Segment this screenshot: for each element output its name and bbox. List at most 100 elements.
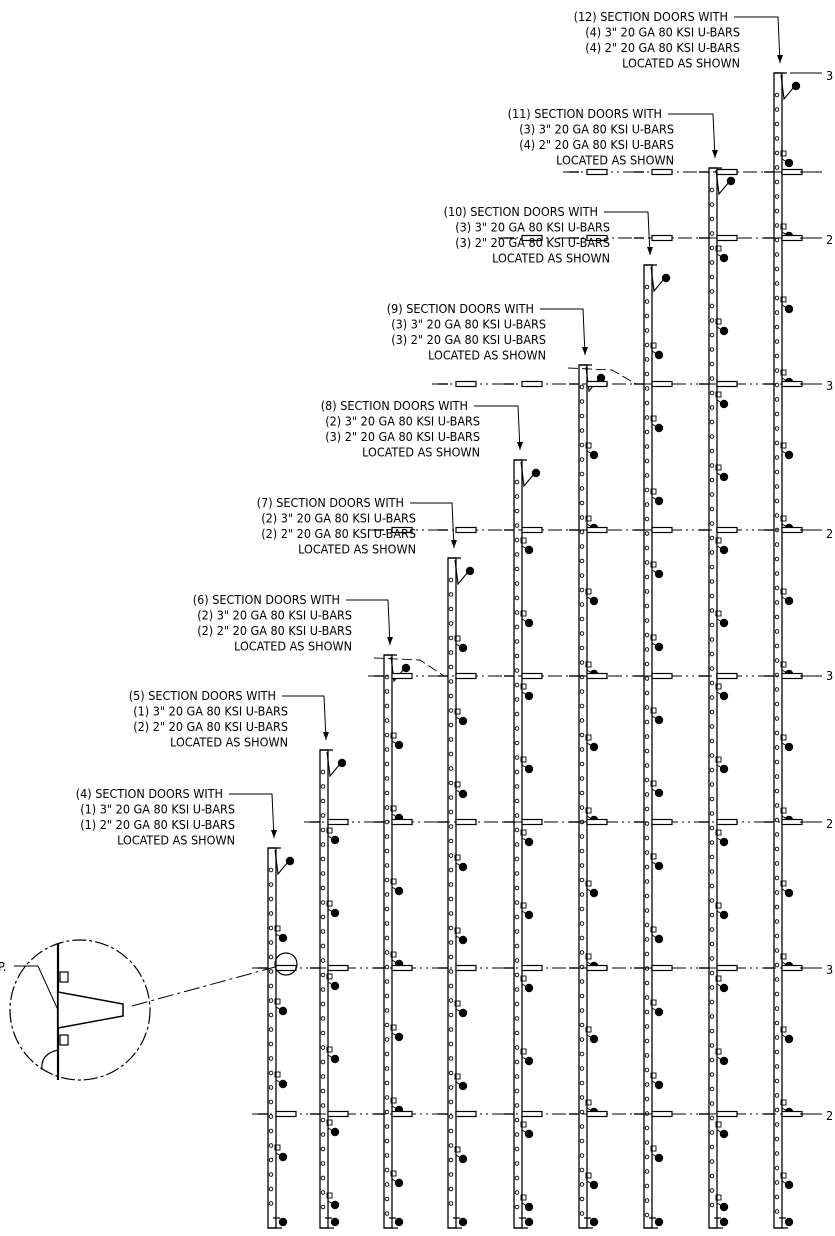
rivet: [268, 954, 274, 960]
rivet: [579, 413, 585, 419]
roller: [719, 764, 729, 774]
rivet: [320, 885, 326, 891]
roller-arm: [781, 304, 788, 309]
rivet: [774, 382, 780, 388]
rivet: [774, 208, 780, 214]
rivet: [384, 1196, 390, 1202]
rivet: [268, 1186, 274, 1192]
roller-arm: [716, 545, 723, 550]
roller-arm: [521, 764, 528, 769]
roller-arm: [327, 1054, 334, 1059]
roller: [719, 545, 729, 555]
roller-arm: [716, 326, 723, 331]
rivet: [709, 782, 715, 787]
rivet: [579, 1051, 585, 1057]
callout-note: (9) SECTION DOORS WITH(3) 3" 20 GA 80 KS…: [387, 301, 546, 363]
rivet: [774, 469, 780, 475]
rivet: [644, 545, 650, 551]
rivet: [448, 882, 454, 887]
rivet: [579, 1066, 585, 1071]
rivet: [384, 834, 390, 839]
rivet: [709, 521, 715, 526]
rivet: [514, 798, 520, 804]
detail-clip-bottom: [59, 1034, 69, 1046]
u-bar: [521, 818, 543, 826]
rivet: [579, 457, 585, 462]
roller: [330, 1054, 340, 1064]
rivet: [644, 415, 650, 420]
rivet: [644, 647, 650, 652]
callout-line: (2) 3" 20 GA 80 KSI U-BARS: [261, 511, 416, 526]
hinge-block: [520, 1194, 527, 1201]
rivet: [774, 455, 780, 460]
roller: [589, 450, 599, 460]
rivet: [644, 284, 650, 290]
rivet: [514, 552, 520, 557]
callout-notes: (4) SECTION DOORS WITH(1) 3" 20 GA 80 KS…: [76, 9, 740, 848]
rivet: [384, 790, 390, 796]
rivet: [774, 411, 780, 417]
callout-heading: (11) SECTION DOORS WITH: [508, 106, 662, 121]
u-bar: [651, 380, 673, 388]
rivet: [774, 252, 780, 257]
rivet: [579, 877, 585, 883]
rivet: [448, 1143, 454, 1148]
detail-hook: [41, 1049, 59, 1071]
hinge-block: [520, 756, 527, 763]
hinge-block: [715, 1121, 722, 1128]
edge-label: 3: [826, 962, 833, 977]
rivet: [709, 231, 715, 236]
door-section-column: [643, 264, 671, 1229]
rivet: [579, 718, 585, 723]
u-bar: [327, 1110, 349, 1118]
u-bar: [455, 964, 477, 972]
callout-line: (4) 3" 20 GA 80 KSI U-BARS: [585, 25, 740, 40]
callout-line: LOCATED AS SHOWN: [362, 445, 480, 460]
u-bar: [586, 526, 608, 534]
rivet: [268, 969, 274, 974]
roller: [524, 691, 534, 701]
rivet: [644, 777, 650, 783]
roller: [719, 837, 729, 847]
u-bar-row: [368, 672, 822, 680]
roller: [654, 1007, 664, 1017]
rivet: [579, 674, 585, 680]
rivet: [709, 1072, 715, 1077]
rivet: [644, 632, 650, 638]
rivet: [579, 834, 585, 839]
rivet: [579, 1196, 585, 1202]
rivet: [514, 1030, 520, 1036]
door-section-columns: [267, 72, 801, 1229]
rivet: [448, 1056, 454, 1061]
hinge-block: [780, 442, 787, 449]
roller: [330, 981, 340, 991]
rivet: [448, 867, 454, 873]
rivet: [384, 993, 390, 999]
rivet: [384, 1211, 390, 1216]
roller: [784, 596, 794, 606]
rivet: [320, 1016, 326, 1021]
hinge-block: [585, 953, 592, 960]
roller: [524, 983, 534, 993]
rivet: [709, 332, 715, 338]
roller-arm: [716, 399, 723, 404]
rivet: [774, 933, 780, 939]
roller: [589, 1180, 599, 1190]
rivet: [644, 342, 650, 348]
hinge-block: [715, 245, 722, 252]
hinge-block: [715, 902, 722, 909]
roller-arm: [586, 669, 593, 674]
rivet: [579, 906, 585, 912]
callout-leaders: [229, 16, 783, 839]
roller-arm: [521, 545, 528, 550]
roller: [330, 908, 340, 918]
rivet: [579, 1008, 585, 1013]
rivet: [514, 1045, 520, 1050]
rivet: [579, 471, 585, 477]
rivet: [514, 1190, 520, 1195]
rivet: [268, 983, 274, 989]
rivet: [384, 950, 390, 955]
roller: [458, 789, 468, 799]
rivet: [774, 136, 780, 141]
roller-arm: [586, 815, 593, 820]
